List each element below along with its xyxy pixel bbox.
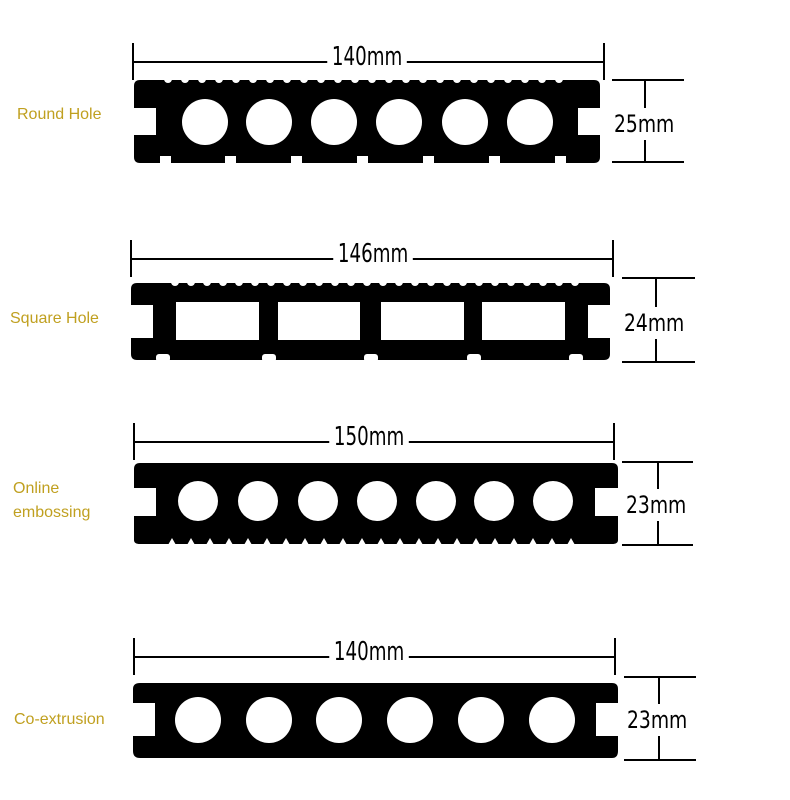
thickness-dimension-round-hole: 25mm (614, 108, 675, 140)
profile-online-embossing (134, 463, 618, 545)
profile-round-hole (134, 75, 600, 164)
profile-label-round-hole: Round Hole (17, 106, 102, 123)
width-dimension-online-embossing: 150mm (329, 422, 409, 452)
profile-square-hole (131, 278, 610, 362)
label-line-2: embossing (13, 504, 91, 521)
thickness-dimension-online-embossing: 23mm (626, 489, 687, 521)
width-dimension-square-hole: 146mm (333, 239, 413, 269)
profile-label-square-hole: Square Hole (10, 310, 99, 327)
label-line-1: Online (13, 480, 60, 497)
thickness-dimension-square-hole: 24mm (624, 307, 685, 339)
profile-co-extrusion (133, 683, 618, 758)
width-dimension-co-extrusion: 140mm (329, 637, 409, 667)
profile-label-online-embossing: Online embossing (13, 477, 90, 525)
width-dimension-round-hole: 140mm (327, 42, 407, 72)
profile-label-co-extrusion: Co-extrusion (14, 711, 105, 728)
thickness-dimension-co-extrusion: 23mm (627, 704, 688, 736)
